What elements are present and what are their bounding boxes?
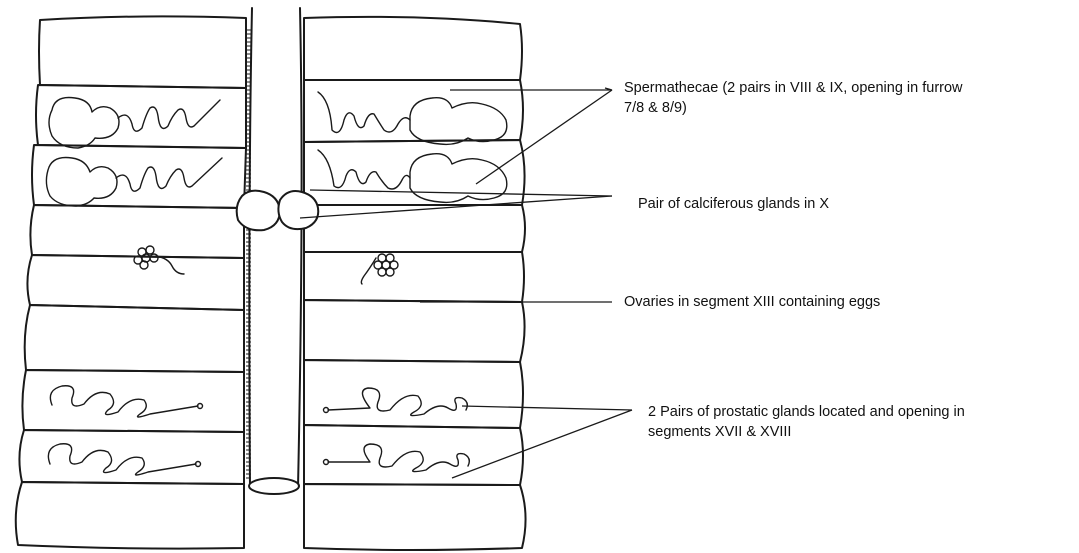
segment-left-4 bbox=[30, 205, 244, 258]
segment-left-7 bbox=[22, 370, 244, 432]
leader-lines bbox=[300, 88, 632, 478]
segment-left-2 bbox=[36, 85, 246, 148]
label-spermathecae: Spermathecae (2 pairs in VIII & IX, open… bbox=[624, 78, 963, 118]
leader-calciferous-upper bbox=[310, 190, 612, 196]
prostatic-gland-right-upper bbox=[328, 388, 467, 416]
spermatheca-left-upper bbox=[49, 98, 119, 149]
label-ovaries-line1: Ovaries in segment XIII containing eggs bbox=[624, 292, 880, 312]
leader-prostatic-upper bbox=[462, 406, 632, 410]
left-segment-column bbox=[16, 16, 246, 548]
segment-left-3 bbox=[32, 145, 246, 208]
spermatheca-duct-left-upper bbox=[118, 100, 220, 131]
prostatic-gland-left-upper bbox=[50, 386, 198, 417]
spermathecae-left bbox=[46, 98, 222, 207]
label-spermathecae-line1: Spermathecae (2 pairs in VIII & IX, open… bbox=[624, 78, 963, 98]
calciferous-gland-left bbox=[237, 191, 280, 231]
spermatheca-left-lower bbox=[46, 158, 117, 207]
spermathecae-right bbox=[318, 92, 507, 202]
label-calciferous-line1: Pair of calciferous glands in X bbox=[638, 194, 829, 214]
prostatic-gland-right-lower bbox=[328, 444, 469, 472]
ovary-right bbox=[361, 254, 398, 284]
segment-right-9 bbox=[304, 484, 526, 550]
label-prostatic: 2 Pairs of prostatic glands located and … bbox=[648, 402, 965, 442]
leader-spermathecae-lower bbox=[476, 90, 612, 184]
segment-right-6 bbox=[304, 300, 525, 362]
label-prostatic-line1: 2 Pairs of prostatic glands located and … bbox=[648, 402, 965, 422]
leader-spermathecae-upper bbox=[450, 88, 612, 90]
label-spermathecae-line2: 7/8 & 8/9) bbox=[624, 98, 963, 118]
segment-right-7 bbox=[304, 360, 523, 428]
spermatheca-duct-left-lower bbox=[116, 158, 222, 191]
label-prostatic-line2: segments XVII & XVIII bbox=[648, 422, 965, 442]
segment-right-8 bbox=[304, 425, 523, 485]
segment-right-1 bbox=[304, 17, 522, 80]
segment-left-9 bbox=[16, 482, 244, 549]
segment-right-5 bbox=[304, 252, 524, 302]
calciferous-gland-right bbox=[278, 191, 318, 229]
segment-left-1 bbox=[39, 16, 246, 88]
segment-left-6 bbox=[25, 305, 244, 372]
label-ovaries: Ovaries in segment XIII containing eggs bbox=[624, 292, 880, 312]
right-segment-column bbox=[304, 17, 526, 550]
segment-left-8 bbox=[19, 430, 244, 484]
nerve-cord bbox=[246, 8, 302, 494]
prostatic-glands-right bbox=[324, 388, 470, 472]
leader-prostatic-lower bbox=[452, 410, 632, 478]
label-calciferous: Pair of calciferous glands in X bbox=[638, 194, 829, 214]
segment-right-3 bbox=[304, 140, 525, 205]
prostatic-gland-left-lower bbox=[48, 444, 196, 475]
spermatheca-right-lower bbox=[410, 154, 507, 203]
leader-calciferous-lower bbox=[300, 196, 612, 218]
ovary-left bbox=[134, 246, 184, 274]
segment-right-4 bbox=[304, 205, 525, 252]
spermatheca-duct-right-lower bbox=[318, 150, 410, 189]
spermatheca-duct-right-upper bbox=[318, 92, 410, 132]
spermatheca-right-upper bbox=[410, 98, 507, 145]
